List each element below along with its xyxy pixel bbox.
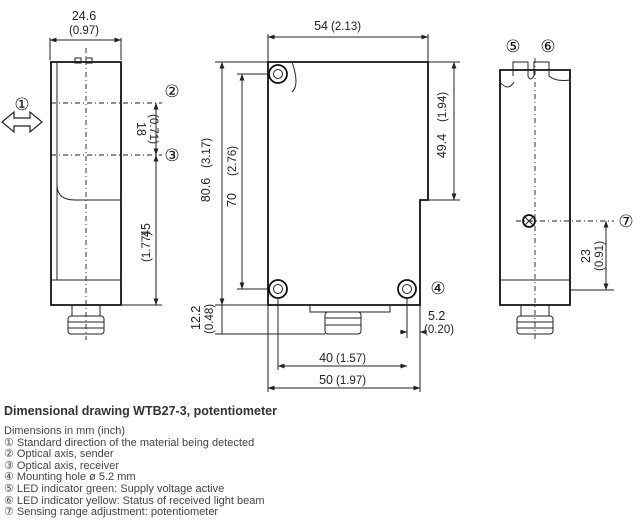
dim-bottom-offset-inch: (0.48) <box>204 304 216 334</box>
dim-total-height: 80.6 <box>199 178 213 202</box>
legend-item: ③ Optical axis, receiver <box>4 459 120 472</box>
dim-axis-spacing: 18 <box>134 122 148 136</box>
dim-axis-spacing-inch: (0.71) <box>147 114 159 144</box>
direction-arrow-icon <box>1 110 43 134</box>
dim-pot-height: 23 <box>579 249 593 263</box>
dim-side-width-inch: (0.97) <box>69 25 99 37</box>
callout-2: ② <box>164 82 179 102</box>
callout-4: ④ <box>430 279 445 299</box>
dim-hole-offset-inch: (0.20) <box>424 324 454 336</box>
dim-hole-spacing-vertical: 70 <box>225 193 239 207</box>
dim-axis-height-inch: (1.77) <box>141 232 153 262</box>
units-note: Dimensions in mm (inch) <box>4 425 126 437</box>
dim-upper-height: 49.4 <box>435 134 449 158</box>
dim-side-width: 24.6 <box>72 9 96 23</box>
legend-item: ⑤ LED indicator green: Supply voltage ac… <box>4 482 225 495</box>
callout-1: ① <box>14 95 29 115</box>
dimensional-drawing: 24.6 (0.97) ① ② ③ 18 (0.71) <box>1 9 634 392</box>
legend: Dimensional drawing WTB27-3, potentiomet… <box>4 404 634 519</box>
dim-base-width-inch: (1.97) <box>336 375 366 387</box>
dim-hole-spacing-vertical-inch: (2.76) <box>227 146 239 176</box>
legend-item: ⑥ LED indicator yellow: Status of receiv… <box>4 494 265 507</box>
side-view: 24.6 (0.97) ① ② ③ 18 (0.71) <box>1 9 180 340</box>
dim-base-width: 50 <box>319 373 333 387</box>
dim-pot-height-inch: (0.91) <box>594 241 606 271</box>
dim-hole-spacing-horizontal: 40 <box>319 351 333 365</box>
dim-bottom-offset: 12.2 <box>189 306 203 330</box>
dim-total-height-inch: (3.17) <box>201 138 213 168</box>
front-view: 54 (2.13) ④ 80.6 (3.17) 70 (2.76) <box>189 19 460 392</box>
rear-view: ⑤ ⑥ ⑦ 23 (0.91) <box>499 37 634 340</box>
dim-front-width-inch: (2.13) <box>331 21 361 33</box>
legend-item: ⑦ Sensing range adjustment: potentiomete… <box>4 506 219 519</box>
mounting-hole-icon <box>397 279 417 299</box>
callout-6: ⑥ <box>540 37 555 57</box>
dim-hole-offset: 5.2 <box>428 309 445 323</box>
callout-3: ③ <box>164 146 179 166</box>
callout-5: ⑤ <box>505 37 520 57</box>
legend-item: ① Standard direction of the material bei… <box>4 436 255 449</box>
dim-front-width: 54 <box>314 19 328 33</box>
legend-list: ① Standard direction of the material bei… <box>4 436 634 519</box>
dim-hole-spacing-horizontal-inch: (1.57) <box>336 353 366 365</box>
legend-item: ④ Mounting hole ø 5.2 mm <box>4 471 136 484</box>
drawing-title: Dimensional drawing WTB27-3, potentiomet… <box>4 404 277 418</box>
dim-axis-height: 45 <box>139 223 153 237</box>
dim-upper-height-inch: (1.94) <box>437 92 449 122</box>
legend-item: ② Optical axis, sender <box>4 448 114 461</box>
callout-7: ⑦ <box>618 212 633 232</box>
